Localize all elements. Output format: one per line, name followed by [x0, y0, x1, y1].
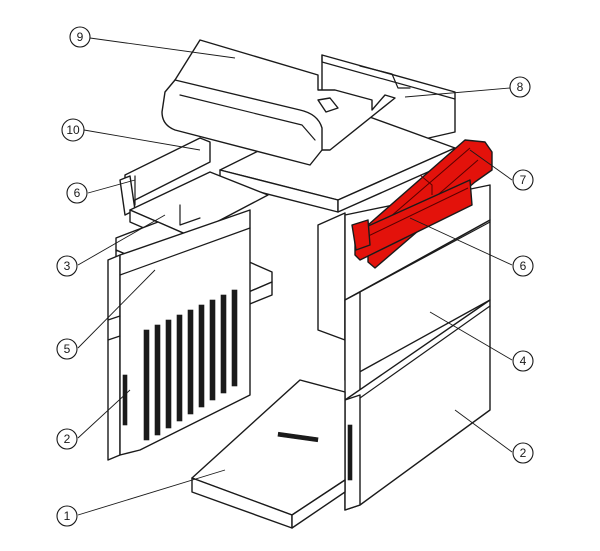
callout-2-left-label: 2: [64, 432, 71, 446]
part-9-top-baffle: [161, 39, 396, 166]
callout-6-right: 6: [512, 255, 534, 277]
callout-1: 1: [56, 505, 78, 527]
callout-7-label: 7: [520, 173, 527, 187]
callout-8: 8: [509, 76, 531, 98]
callout-4: 4: [512, 350, 534, 372]
callout-6-right-label: 6: [520, 259, 527, 273]
callout-10: 10: [61, 118, 85, 142]
callout-3: 3: [56, 255, 78, 277]
callout-2-right: 2: [512, 442, 534, 464]
callout-2-left: 2: [56, 428, 78, 450]
callout-5: 5: [56, 338, 78, 360]
callout-6-left: 6: [66, 182, 88, 204]
callout-6-left-label: 6: [74, 186, 81, 200]
callout-5-label: 5: [64, 342, 71, 356]
callout-8-label: 8: [517, 80, 524, 94]
callout-9: 9: [69, 26, 91, 48]
part-1-base-plate: [191, 379, 346, 529]
leader-lines: [77, 37, 513, 516]
callout-9-label: 9: [77, 30, 84, 44]
callout-1-label: 1: [64, 509, 71, 523]
part-2-right-wall-lower: [317, 299, 491, 511]
callout-7: 7: [512, 169, 534, 191]
callout-3-label: 3: [64, 259, 71, 273]
part-2-left-wall-with-ribs: [107, 209, 251, 461]
callout-4-label: 4: [520, 354, 527, 368]
callout-10-label: 10: [66, 123, 80, 137]
callout-2-right-label: 2: [520, 446, 527, 460]
